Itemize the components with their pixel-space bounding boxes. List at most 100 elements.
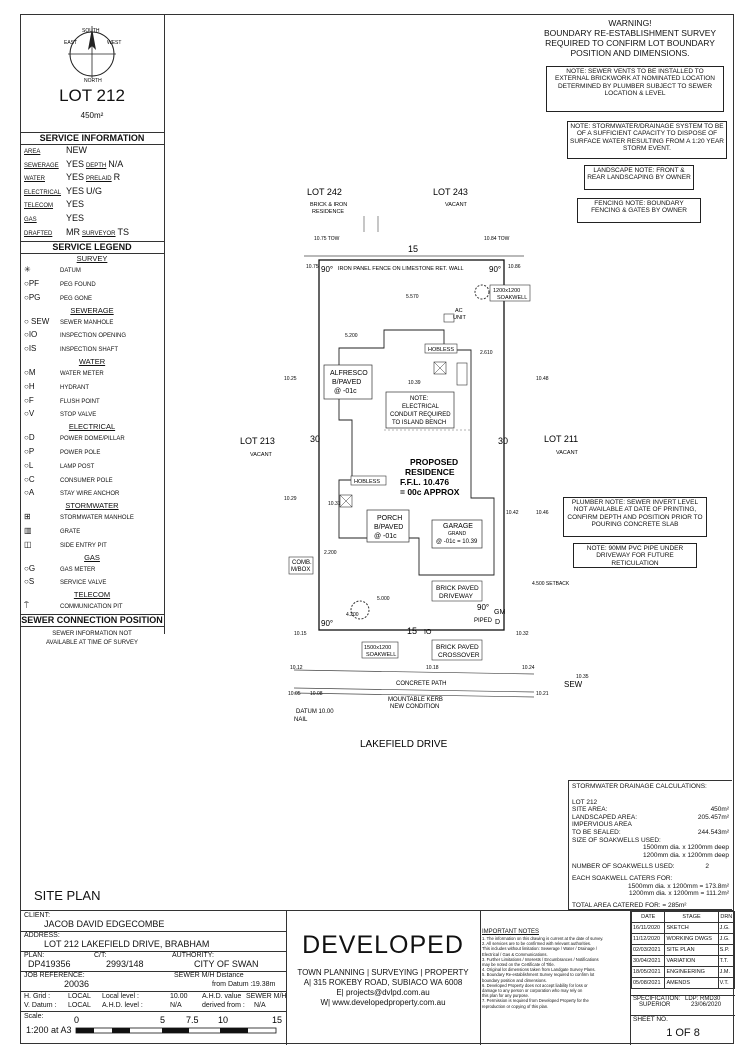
service-value-2: U/G (85, 185, 102, 196)
job-ref-label: JOB REFERENCE: (24, 972, 85, 979)
site-area-value: 450m² (710, 806, 729, 814)
gm-label: GM (494, 609, 505, 616)
service-value: YES (66, 199, 85, 210)
level-h: 10.12 (290, 665, 303, 671)
specification: SUPERIOR (639, 1002, 671, 1008)
ac-label-2: UNIT (453, 315, 466, 321)
lot-242-sub2: RESIDENCE (312, 209, 344, 215)
service-value: YES (66, 212, 85, 223)
bath-icon (456, 362, 468, 386)
angle-tl: 90° (321, 265, 333, 274)
company-address: A| 315 ROKEBY ROAD, SUBIACO WA 6008 (303, 978, 463, 987)
compass-south: SOUTH (82, 28, 100, 34)
garage-label: GARAGE (443, 523, 473, 530)
revision-cell: WORKING DWGS (664, 933, 719, 945)
ac-label: AC (455, 308, 463, 314)
revision-cell: VARIATION (664, 955, 719, 967)
ahd-value-label: A.H.D. value (202, 993, 242, 1000)
kerb-label-2: NEW CONDITION (390, 704, 439, 710)
total-catered: TOTAL AREA CATERED FOR: = 285m² (572, 901, 687, 909)
porch-sub: B/PAVED (374, 524, 403, 531)
soakwell-count: 2 (705, 863, 709, 871)
site-plan-heading: SITE PLAN (34, 888, 101, 903)
left-dimension: 30 (310, 434, 320, 444)
level-b: 10.39 (408, 380, 421, 386)
revision-cell: 11/12/2020 (630, 933, 666, 945)
bottom-dimension: 15 (407, 626, 417, 636)
ffl-label: F.F.L. 10.476 (400, 477, 449, 487)
shower-icon-2 (339, 494, 353, 508)
d-label: D (495, 619, 500, 626)
legend-symbol-icon: ○G (24, 563, 36, 573)
level-br: 10.32 (516, 631, 529, 637)
legend-group-title: STORMWATER (65, 501, 119, 511)
caters-1: 1500mm dia. x 1200mm = 173.8m² (628, 882, 729, 890)
comb-label: COMB. (292, 560, 312, 566)
impervious-label: IMPERVIOUS AREA (572, 821, 632, 829)
company-website: W| www.developedproperty.com.au (320, 998, 446, 1007)
drainage-calcs: STORMWATER DRAINAGE CALCULATIONS: LOT 21… (568, 780, 732, 910)
soakwell-top-size: 1200x1200 (493, 288, 520, 294)
porch-level: @ -01c (374, 533, 397, 540)
service-value-2: TS (117, 226, 129, 237)
elec-note-1: NOTE: (410, 396, 429, 402)
legend-symbol-icon: ○IS (24, 344, 37, 354)
landscaped-label: LANDSCAPED AREA: (572, 813, 638, 821)
legend-label: GAS METER (60, 566, 96, 573)
fencing-note: FENCING NOTE: BOUNDARY FENCING & GATES B… (577, 198, 701, 223)
revision-cell: 02/03/2021 (630, 944, 666, 956)
angle-br: 90° (477, 603, 489, 612)
piped-label: PIPED (474, 618, 493, 624)
revision-cell: 18/05/2021 (630, 966, 666, 978)
legend-group-title: WATER (78, 356, 106, 366)
soakwell-size-2: 1200mm dia. x 1200mm deep (643, 851, 729, 859)
soakwell-count-label: NUMBER OF SOAKWELLS USED: (572, 863, 675, 871)
soakwell-size-label: SIZE OF SOAKWELLS USED: (572, 836, 661, 844)
drawing-frame (20, 14, 734, 1044)
level-i: 10.18 (426, 665, 439, 671)
site-area-label: SITE AREA: (572, 806, 608, 814)
lot-213-sub: VACANT (250, 452, 273, 458)
important-note: This includes without limitation: Sewera… (482, 946, 598, 952)
legend-symbol-icon: ○PG (24, 292, 41, 302)
dim-5200: 5.200 (345, 333, 358, 339)
client-name: JACOB DAVID EDGECOMBE (44, 919, 165, 929)
sheet-label: SHEET NO. (633, 1016, 668, 1023)
legend-label: LAMP POST (60, 463, 95, 470)
legend-symbol-icon: ○M (24, 367, 36, 377)
legend-item: ○M WATER METER (20, 367, 164, 381)
service-key: ELECTRICAL (24, 189, 62, 196)
legend-label: WATER METER (60, 370, 104, 377)
caters-label: EACH SOAKWELL CATERS FOR: (572, 874, 673, 882)
sheet-number: 1 OF 8 (666, 1027, 700, 1039)
important-note: 4. Original lot dimensions taken from La… (482, 967, 596, 973)
important-note: reproduction or copying of this plan. (482, 1003, 549, 1009)
authority: CITY OF SWAN (194, 959, 259, 969)
legend-label: SEWER MANHOLE (60, 319, 114, 326)
legend-label: STOP VALVE (60, 412, 97, 419)
io-marker: IO (424, 629, 432, 636)
soakwell-front-label: SOAKWELL (366, 652, 396, 658)
service-value: YES (66, 185, 85, 196)
datum-label: DATUM 10.00 (296, 709, 334, 715)
sewer-note-1: SEWER INFORMATION NOT (52, 630, 132, 637)
right-dimension: 30 (498, 436, 508, 446)
legend-symbol-icon: ○PF (24, 278, 40, 288)
legend-symbol-icon: ○S (24, 577, 35, 587)
electrical-note-box (385, 391, 455, 429)
level-f: 10.42 (506, 510, 519, 516)
plan-number: DP419356 (28, 959, 71, 969)
revision-header: STAGE (664, 911, 719, 923)
